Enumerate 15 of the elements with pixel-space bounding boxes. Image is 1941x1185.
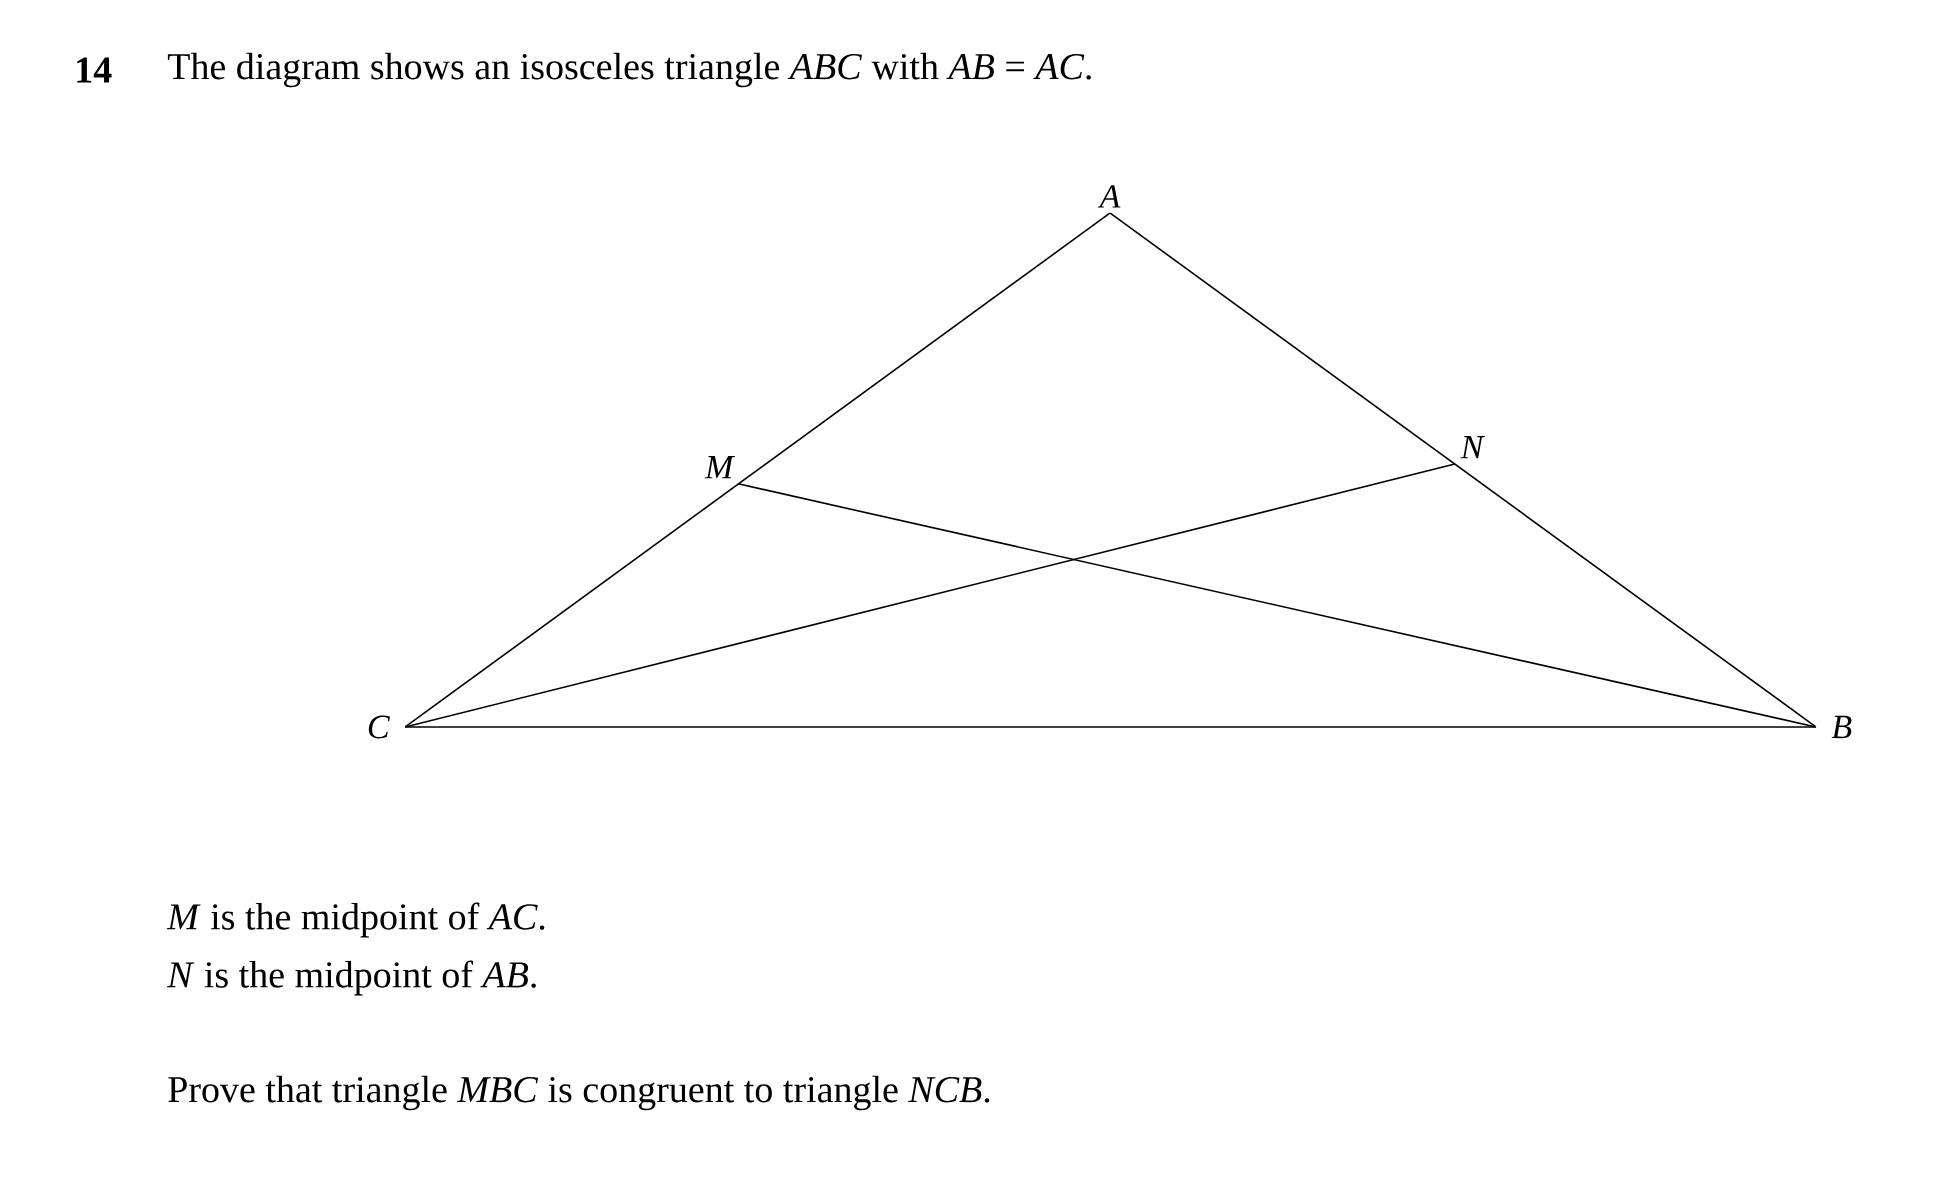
point-label: M: [704, 456, 735, 479]
line-segment: [404, 463, 1456, 728]
line-segment: [404, 212, 1111, 728]
point-label: B: [1831, 715, 1852, 739]
point-label: A: [1097, 185, 1121, 208]
question-text: Prove that triangle MBC is congruent to triangle NCB.: [168, 1075, 990, 1111]
line-segment: [738, 483, 1817, 728]
point-label: N: [1460, 436, 1485, 459]
question-number: 14: [77, 57, 112, 83]
line-segment: [404, 726, 1817, 728]
statement-text: M is the midpoint of AC.: [166, 902, 545, 938]
statement-text: N is the midpoint of AB.: [166, 960, 536, 996]
line-segment: [1109, 212, 1817, 728]
question-text: The diagram shows an isosceles triangle ABC with AB = AC.: [167, 52, 1091, 88]
point-label: C: [368, 715, 390, 739]
